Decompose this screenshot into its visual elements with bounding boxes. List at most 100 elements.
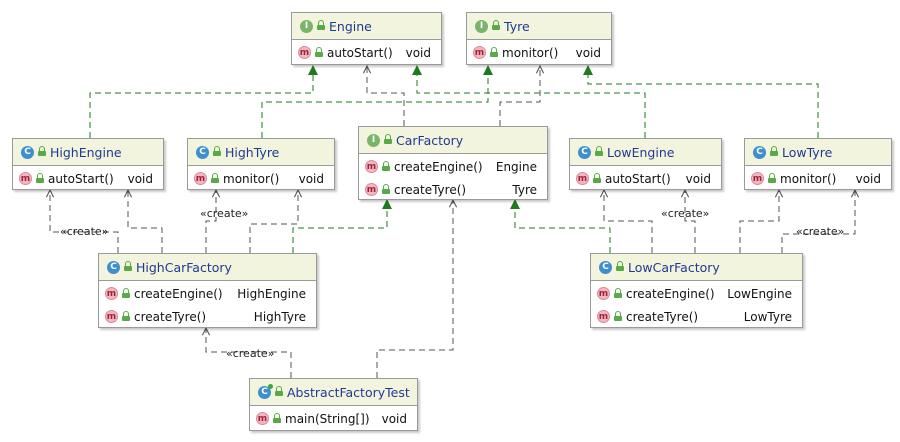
method-return-type: void [381, 411, 407, 426]
method-name: createEngine() [626, 286, 715, 301]
public-visibility-icon [273, 412, 281, 423]
method-row[interactable]: m monitor() void [188, 167, 334, 190]
method-name: monitor() [780, 171, 837, 186]
method-name: createTyre() [134, 309, 207, 324]
class-header: C LowEngine [570, 139, 721, 166]
method-row[interactable]: m createEngine() Engine [359, 155, 547, 178]
edge-lowtyre-implements-tyre [583, 65, 819, 138]
edge-test-uses-carfactory [376, 200, 453, 378]
edge-highcarfactory-creates-highengine [50, 190, 119, 253]
public-visibility-icon [317, 20, 325, 30]
method-return-type: void [298, 171, 324, 186]
class-header: I Tyre [467, 13, 611, 40]
edge-highcarfactory-implements-carfactory [292, 199, 392, 253]
public-visibility-icon [211, 172, 219, 183]
method-name: monitor() [223, 171, 280, 186]
class-name: HighCarFactory [136, 259, 232, 275]
edge-lowcarfactory-implements-carfactory [510, 199, 611, 253]
public-visibility-icon [38, 146, 46, 156]
public-visibility-icon [122, 310, 130, 321]
public-visibility-icon [124, 261, 132, 271]
method-icon: m [105, 310, 118, 323]
method-icon: m [105, 287, 118, 300]
class-icon: C [578, 145, 591, 159]
method-name: createTyre() [626, 309, 699, 324]
method-icon: m [473, 46, 486, 59]
class-icon: C [107, 260, 120, 274]
method-return-type: HighEngine [237, 286, 306, 301]
public-visibility-icon [616, 261, 624, 271]
public-visibility-icon [492, 20, 500, 30]
method-return-type: void [575, 45, 601, 60]
class-low-car-factory[interactable]: C LowCarFactory m createEngine() LowEngi… [590, 253, 803, 328]
class-name: HighTyre [225, 144, 280, 160]
class-name: LowEngine [607, 144, 675, 160]
edge-highengine-implements-engine [89, 65, 318, 138]
create-label: «create» [661, 207, 710, 220]
runnable-class-icon: C [258, 383, 273, 399]
method-return-type: Tyre [512, 182, 537, 197]
edge-lowcarfactory-uses-lowtyre [739, 190, 779, 253]
class-tyre[interactable]: I Tyre m monitor() void [466, 12, 612, 65]
public-visibility-icon [768, 172, 776, 183]
method-row[interactable]: m autoStart() void [570, 167, 721, 190]
class-header: C LowTyre [745, 139, 891, 166]
method-row[interactable]: m main(String[]) void [250, 407, 417, 430]
class-icon: C [196, 145, 209, 159]
class-header: C AbstractFactoryTest [250, 379, 417, 406]
method-row[interactable]: m autoStart() void [13, 167, 163, 190]
class-high-car-factory[interactable]: C HighCarFactory m createEngine() HighEn… [98, 253, 317, 328]
method-row[interactable]: m autoStart() void [292, 41, 441, 64]
edge-lowcarfactory-creates-lowengine [604, 190, 653, 253]
class-header: I CarFactory [359, 127, 547, 154]
class-name: LowTyre [782, 144, 833, 160]
edge-carfactory-uses-tyre [499, 66, 540, 126]
edge-lowengine-implements-engine [412, 65, 646, 138]
interface-icon: I [300, 19, 313, 33]
method-name: createTyre() [394, 182, 467, 197]
edge-test-creates-highcarfactory [206, 328, 292, 378]
class-header: C HighCarFactory [99, 254, 316, 281]
method-icon: m [751, 172, 764, 185]
public-visibility-icon [315, 46, 323, 57]
method-return-type: HighTyre [253, 309, 306, 324]
class-icon: C [753, 145, 766, 159]
class-name: AbstractFactoryTest [287, 384, 410, 400]
public-visibility-icon [593, 172, 601, 183]
method-icon: m [597, 287, 610, 300]
public-visibility-icon [36, 172, 44, 183]
edge-highcarfactory-uses-highengine [128, 190, 163, 253]
method-row[interactable]: m createEngine() HighEngine [99, 282, 316, 305]
class-icon: C [21, 145, 34, 159]
class-high-engine[interactable]: C HighEngine m autoStart() void [12, 138, 164, 190]
class-name: CarFactory [396, 132, 464, 148]
method-name: autoStart() [48, 171, 114, 186]
class-header: I Engine [292, 13, 441, 40]
method-return-type: LowEngine [727, 286, 792, 301]
method-row[interactable]: m createEngine() LowEngine [591, 282, 802, 305]
method-row[interactable]: m monitor() void [745, 167, 891, 190]
class-low-engine[interactable]: C LowEngine m autoStart() void [569, 138, 722, 190]
method-row[interactable]: m createTyre() HighTyre [99, 305, 316, 328]
method-return-type: void [405, 45, 431, 60]
class-low-tyre[interactable]: C LowTyre m monitor() void [744, 138, 892, 190]
public-visibility-icon [595, 146, 603, 156]
static-method-icon: m [256, 412, 269, 425]
public-visibility-icon [382, 160, 390, 171]
method-row[interactable]: m createTyre() Tyre [359, 178, 547, 201]
create-label: «create» [60, 225, 109, 238]
class-high-tyre[interactable]: C HighTyre m monitor() void [187, 138, 335, 190]
public-visibility-icon [275, 386, 283, 396]
method-name: autoStart() [327, 45, 393, 60]
public-visibility-icon [382, 183, 390, 194]
method-row[interactable]: m monitor() void [467, 41, 611, 64]
class-abstract-factory-test[interactable]: C AbstractFactoryTest m main(String[]) v… [249, 378, 418, 431]
edge-highcarfactory-creates-hightyre [205, 190, 216, 253]
public-visibility-icon [614, 287, 622, 298]
edge-highcarfactory-uses-hightyre [249, 190, 298, 253]
class-car-factory[interactable]: I CarFactory m createEngine() Engine m c… [358, 126, 548, 200]
method-row[interactable]: m createTyre() LowTyre [591, 305, 802, 328]
method-icon: m [576, 172, 589, 185]
class-engine[interactable]: I Engine m autoStart() void [291, 12, 442, 65]
